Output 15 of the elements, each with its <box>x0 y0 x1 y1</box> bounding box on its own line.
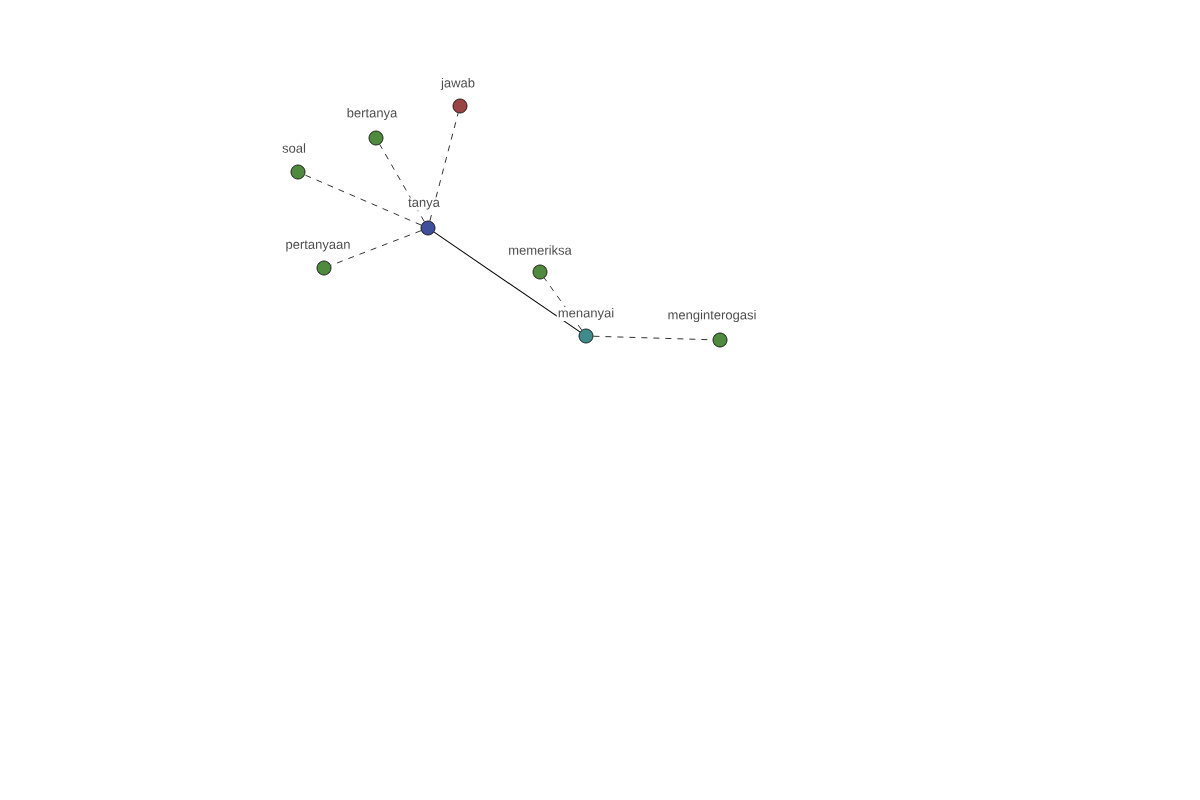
graph-node <box>290 164 306 180</box>
connector-line <box>330 230 422 266</box>
graph-node <box>420 220 436 236</box>
connector-line <box>543 277 583 331</box>
graph-node <box>316 260 332 276</box>
graph-node <box>532 264 548 280</box>
graph-node <box>368 130 384 146</box>
graph-node <box>452 98 468 114</box>
connector-line <box>433 231 581 333</box>
connector-line <box>593 335 713 341</box>
connector-line <box>304 174 422 226</box>
connector-line <box>379 144 425 222</box>
graph-node <box>712 332 728 348</box>
connector-line <box>429 112 459 222</box>
graph-node <box>578 328 594 344</box>
